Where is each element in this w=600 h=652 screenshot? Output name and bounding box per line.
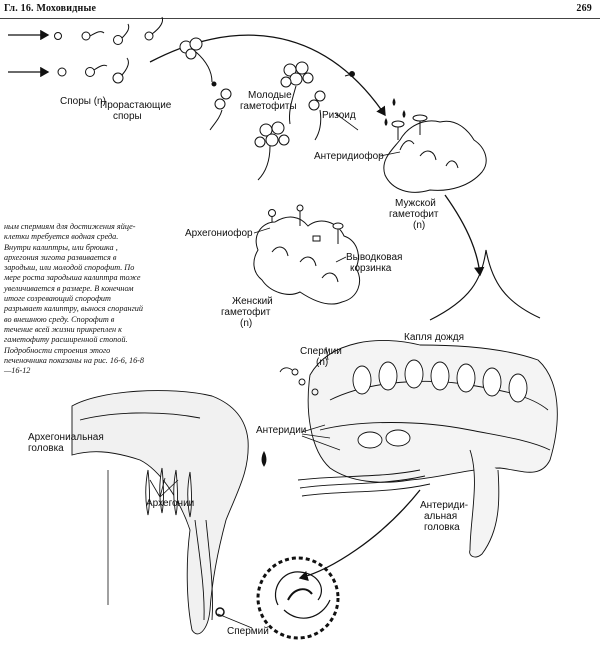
sperm-enlargement <box>215 556 340 640</box>
archegonial-head-label-2: головка <box>28 443 64 454</box>
header-rule <box>0 18 600 19</box>
raindrop-label: Капля дождя <box>404 332 465 343</box>
swimming-sperm <box>261 367 319 467</box>
leader-lines <box>107 112 401 629</box>
antheridial-head-label-1: Антериди- <box>420 500 469 511</box>
male-gametophyte-label-3: (n) <box>413 220 426 231</box>
sperm-n-label-1: Спермии <box>300 346 342 357</box>
raindrop-shape <box>429 249 541 321</box>
female-gametophyte <box>253 204 360 305</box>
page-number: 269 <box>576 3 592 14</box>
rain-droplets <box>384 98 406 126</box>
male-gametophyte-label-1: Мужской <box>395 198 436 209</box>
antheridiophore-label: Антеридиофор <box>314 151 384 162</box>
gemma-cup-label-2: корзинка <box>350 263 392 274</box>
female-gametophyte-label-1: Женский <box>232 296 273 307</box>
sperm-n-label-2: (n) <box>316 357 329 368</box>
antheridial-head-label-2: альная <box>424 511 458 522</box>
germinating-spores-label-1: Прорастающие <box>100 100 172 111</box>
female-gametophyte-label-2: гаметофит <box>221 307 271 318</box>
archegoniophore-label: Архегониофор <box>185 228 253 239</box>
spore-row-1 <box>54 16 163 45</box>
germinating-spores-label-2: споры <box>113 111 142 122</box>
female-gametophyte-label-3: (n) <box>240 318 253 329</box>
male-gametophyte-label-2: гаметофит <box>389 209 439 220</box>
antheridium-label: Антеридии <box>256 425 307 436</box>
chapter-header: Гл. 16. Моховидные <box>4 3 97 14</box>
sperm-label: Спермий <box>227 626 269 637</box>
archegonial-head-label-1: Архегониальная <box>28 432 104 443</box>
rhizoid-label: Ризоид <box>322 110 356 121</box>
archegonial-head-section <box>71 390 249 635</box>
young-gametophytes-label-2: гаметофиты <box>240 101 297 112</box>
spores-label: Споры (n) <box>60 96 106 107</box>
antheridial-head-label-3: головка <box>424 522 460 533</box>
figure-caption: ным спермиям для достижения яйце-клетки … <box>4 222 145 376</box>
young-gametophytes <box>179 37 355 181</box>
male-gametophyte <box>383 114 487 193</box>
gemma-cup-label-1: Выводковая <box>346 252 403 263</box>
young-gametophytes-label-1: Молодые <box>248 90 292 101</box>
spore-row-2 <box>57 57 129 84</box>
antheridial-head-section <box>297 340 558 558</box>
archegonia-label: Архегонии <box>146 498 195 509</box>
